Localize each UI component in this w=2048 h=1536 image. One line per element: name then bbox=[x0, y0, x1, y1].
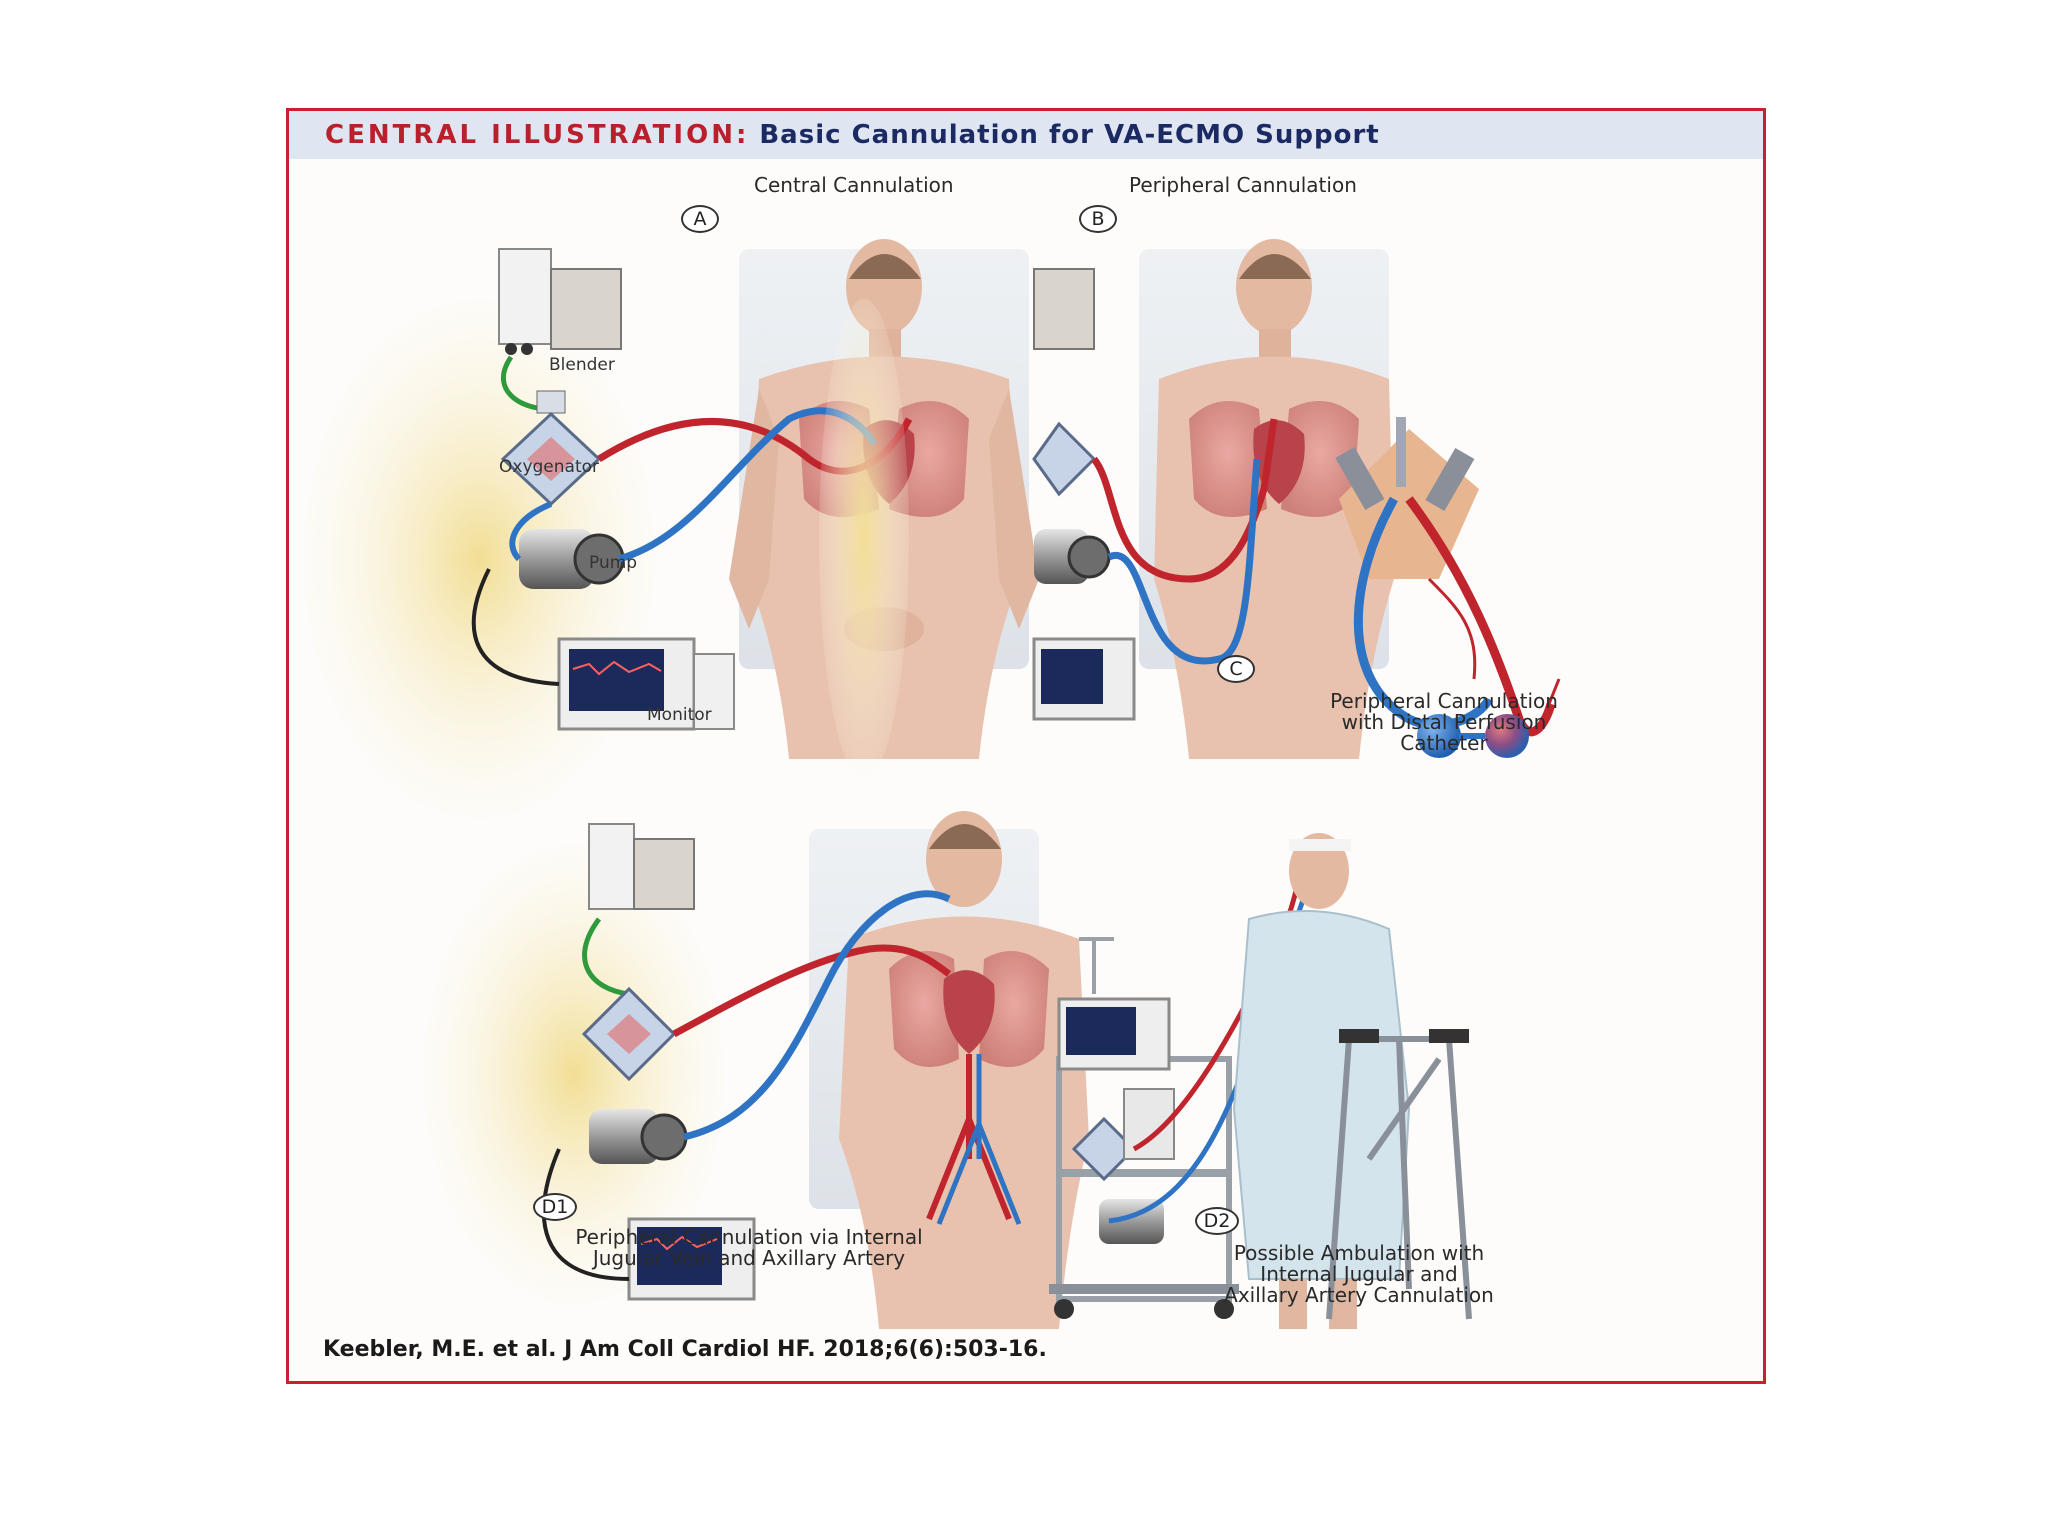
panel-a-oxygenator bbox=[500, 390, 602, 507]
panel-b-pump bbox=[1034, 529, 1111, 584]
panel-d2-artwork bbox=[1049, 833, 1472, 1329]
panel-d2-caption-line-3: Axillary Artery Cannulation bbox=[1224, 1283, 1494, 1307]
panel-d1-pump bbox=[589, 1109, 688, 1164]
panel-b-badge: B bbox=[1079, 205, 1117, 233]
panel-d2-patient bbox=[1232, 833, 1411, 1329]
panel-d1-oxygenator bbox=[581, 986, 677, 1082]
panel-b-artwork bbox=[819, 239, 1561, 779]
panel-a-pump bbox=[519, 529, 625, 589]
panel-d1-arterial-line bbox=[672, 944, 952, 1038]
panel-a-title: Central Cannulation bbox=[754, 173, 954, 197]
panel-c-inset bbox=[1335, 417, 1561, 758]
panel-d1-pump-cable bbox=[541, 1148, 630, 1281]
panel-b-title: Peripheral Cannulation bbox=[1129, 173, 1357, 197]
panel-b-backdrop bbox=[819, 299, 909, 779]
panel-d1-artwork bbox=[424, 811, 1089, 1329]
panel-a-blender bbox=[498, 248, 622, 355]
panel-d1-monitor bbox=[627, 1217, 756, 1301]
panel-c-badge: C bbox=[1217, 655, 1255, 683]
banner-keyword: CENTRAL ILLUSTRATION: bbox=[325, 120, 750, 150]
panel-d1-gas-line bbox=[582, 917, 630, 997]
illustration-frame: CENTRAL ILLUSTRATION: Basic Cannulation … bbox=[286, 108, 1766, 1384]
panel-c-caption-line-1: Peripheral Cannulation bbox=[1330, 689, 1558, 713]
panel-b-monitor bbox=[1032, 637, 1136, 721]
citation: Keebler, M.E. et al. J Am Coll Cardiol H… bbox=[323, 1337, 1047, 1362]
panel-c-caption: Peripheral Cannulation with Distal Perfu… bbox=[1254, 691, 1634, 754]
monitor-label: Monitor bbox=[647, 705, 712, 725]
blender-label: Blender bbox=[549, 355, 615, 375]
panel-d1-caption-line-1: Peripheral Cannulation via Internal bbox=[575, 1225, 923, 1249]
panel-d2-badge: D2 bbox=[1195, 1207, 1239, 1235]
panel-c-caption-line-3: Catheter bbox=[1400, 731, 1488, 755]
panel-d1-caption-line-2: Jugular Vein and Axillary Artery bbox=[592, 1246, 906, 1270]
banner-title: Basic Cannulation for VA-ECMO Support bbox=[759, 120, 1380, 150]
panel-d2-caption-line-2: Internal Jugular and bbox=[1260, 1262, 1458, 1286]
panel-b-blender bbox=[1033, 268, 1095, 350]
panel-a-monitor bbox=[557, 637, 735, 731]
cannulation-artwork bbox=[304, 239, 1561, 1329]
panel-d2-caption-line-1: Possible Ambulation with bbox=[1233, 1241, 1485, 1265]
panel-a-artwork bbox=[304, 239, 1039, 819]
pump-label: Pump bbox=[589, 553, 638, 573]
panel-d1-badge: D1 bbox=[533, 1193, 577, 1221]
panel-d2-caption: Possible Ambulation with Internal Jugula… bbox=[1169, 1243, 1549, 1306]
panel-d1-venous-line bbox=[683, 890, 951, 1141]
panel-d1-blender bbox=[588, 823, 695, 910]
panel-d1-backdrop bbox=[424, 844, 724, 1304]
panel-a-pump-to-oxygenator-line bbox=[509, 501, 553, 562]
panel-b-oxygenator bbox=[1032, 421, 1097, 497]
panel-a-badge: A bbox=[681, 205, 719, 233]
panel-c-caption-line-2: with Distal Perfusion bbox=[1341, 710, 1547, 734]
panel-a-pump-cable bbox=[471, 568, 560, 686]
panel-d1-caption: Peripheral Cannulation via Internal Jugu… bbox=[499, 1227, 999, 1269]
panel-d2-walker bbox=[1326, 1029, 1472, 1320]
panel-d1-patient bbox=[839, 811, 1089, 1329]
oxygenator-label: Oxygenator bbox=[499, 457, 599, 477]
illustration-banner: CENTRAL ILLUSTRATION: Basic Cannulation … bbox=[289, 111, 1763, 159]
panel-b-venous-line bbox=[1107, 458, 1261, 665]
